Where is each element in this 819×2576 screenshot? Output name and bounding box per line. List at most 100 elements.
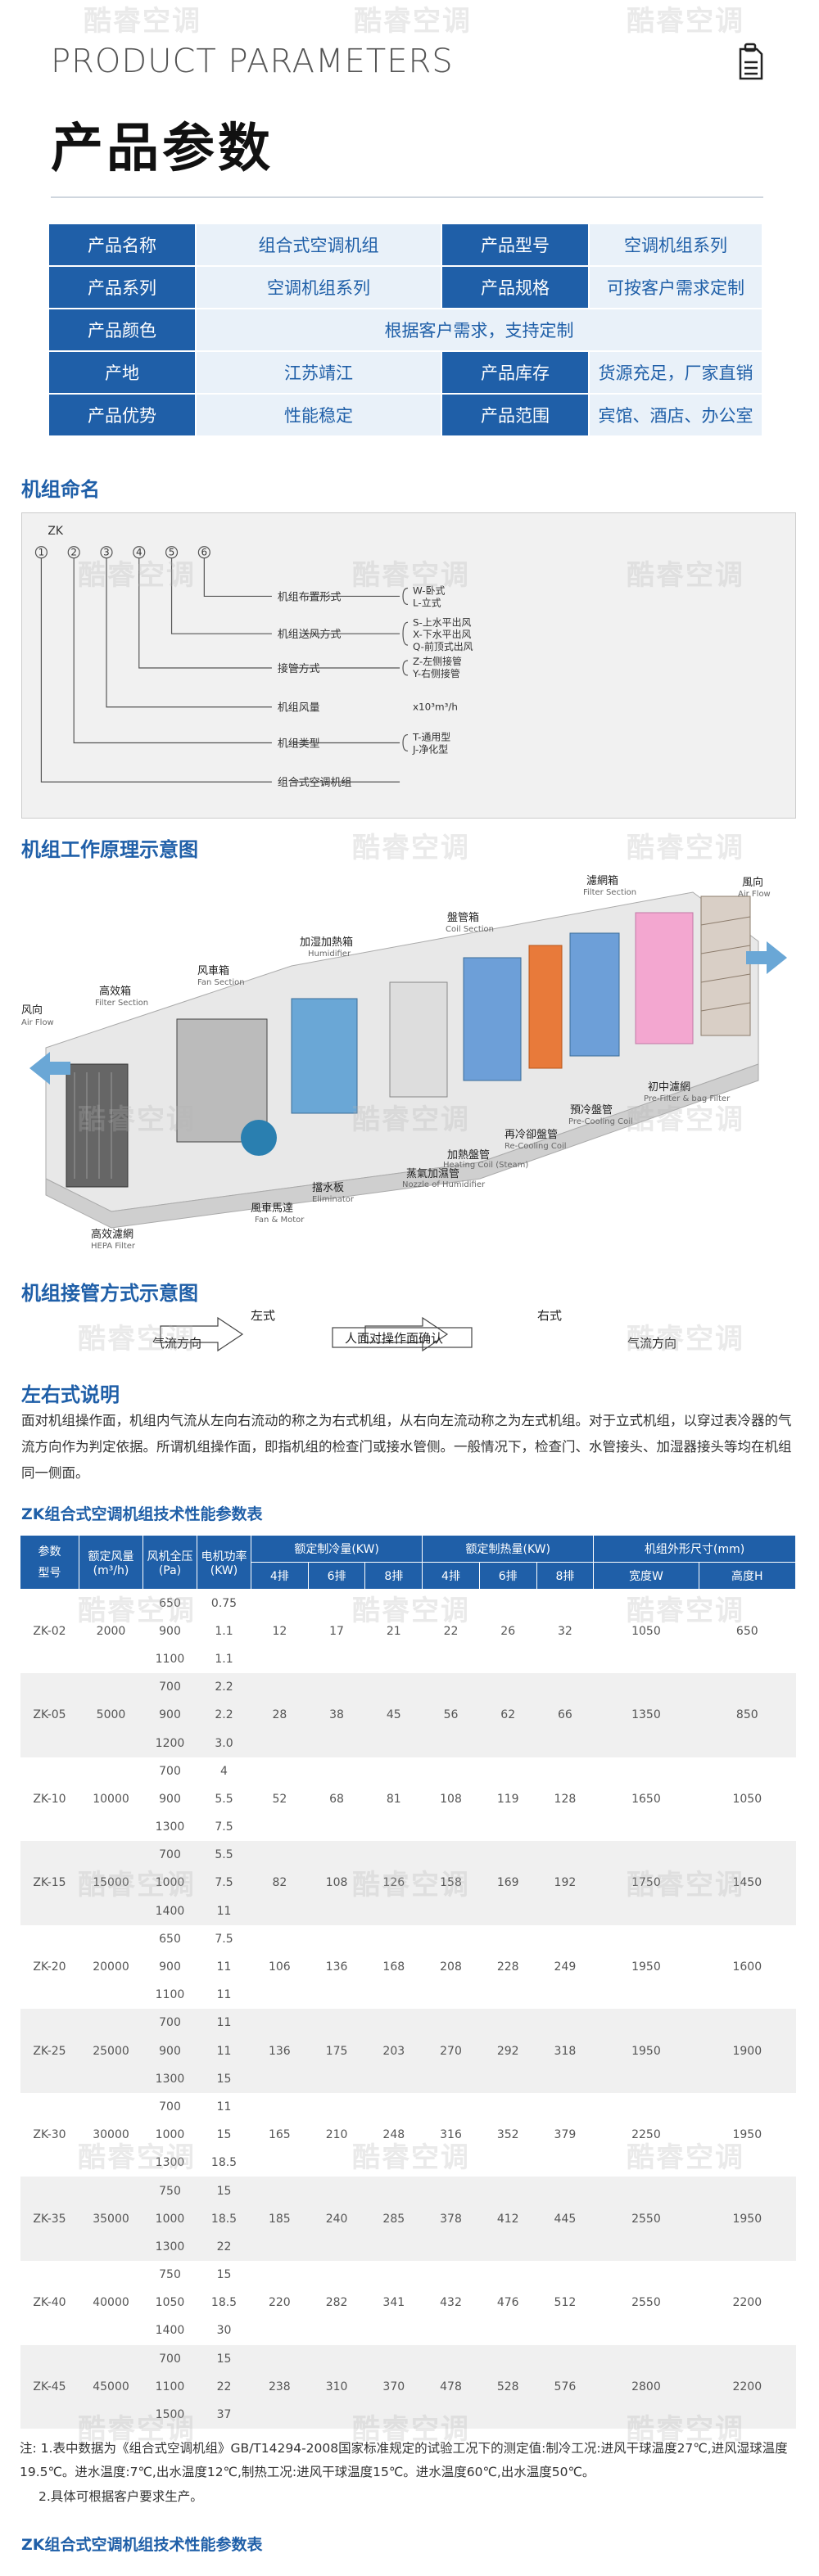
table-cell: 22: [197, 2232, 251, 2261]
param-value: 宾馆、酒店、办公室: [588, 393, 763, 437]
table-cell: 1100: [143, 1644, 197, 1674]
table-cell: 5.5: [197, 1841, 251, 1870]
label-en: Heating Coil (Steam): [443, 1161, 528, 1170]
label-en: Air Flow: [21, 1018, 54, 1027]
table-cell: 18.5: [197, 2289, 251, 2317]
spec-header: 风机全压(Pa): [143, 1535, 197, 1590]
naming-label: 机组类型: [278, 738, 320, 750]
param-key: 产品颜色: [48, 308, 197, 352]
table-cell: 26: [479, 1589, 537, 1674]
table-cell: 1200: [143, 1729, 197, 1757]
piping-right-label: 右式: [537, 1310, 562, 1323]
table-cell: 128: [536, 1757, 594, 1842]
table-cell: 700: [143, 2344, 197, 2373]
table-cell: 165: [251, 2092, 309, 2177]
table-cell: 11: [197, 1981, 251, 2010]
table-cell: ZK-02: [20, 1589, 79, 1674]
table-cell: 750: [143, 2177, 197, 2205]
watermark: 酷睿空调: [352, 832, 470, 864]
heating-coil: [528, 945, 563, 1069]
table-cell: 18.5: [197, 2204, 251, 2233]
piping-center-label: 人面对操作面确认: [345, 1331, 443, 1346]
table-cell: 900: [143, 1952, 197, 1982]
table-cell: 10000: [79, 1757, 143, 1842]
naming-option: Y-右侧接管: [412, 668, 460, 679]
table-cell: 900: [143, 1617, 197, 1645]
param-value: 空调机组系列: [588, 223, 763, 267]
table-row: 产品名称 组合式空调机组 产品型号 空调机组系列: [48, 223, 763, 267]
table-cell: 1050: [143, 2289, 197, 2317]
label-en: Eliminator: [312, 1195, 355, 1204]
spec-header: 参数型号: [20, 1535, 79, 1590]
table-cell: 11: [197, 2009, 251, 2037]
table-cell: 62: [479, 1673, 537, 1757]
table-cell: 1050: [699, 1757, 796, 1842]
label-en: Filter Section: [583, 888, 636, 897]
table-cell: 476: [479, 2261, 537, 2345]
naming-label: 组合式空调机组: [278, 777, 352, 789]
table-cell: 650: [699, 1589, 796, 1674]
table-cell: 1100: [143, 1981, 197, 2010]
spec-header: 电机功率(KW): [197, 1535, 251, 1590]
watermark: 酷睿空调: [354, 5, 472, 38]
table-cell: 11: [197, 1897, 251, 1925]
param-key: 产地: [48, 350, 197, 395]
label: 初中濾網: [648, 1081, 690, 1094]
piping-title: 机组接管方式示意图: [21, 1282, 198, 1305]
label: 風車馬達: [251, 1202, 293, 1215]
table-cell: 900: [143, 2037, 197, 2065]
fan-motor: [241, 1120, 277, 1156]
table-cell: 1450: [699, 1841, 796, 1925]
table-cell: 21: [364, 1589, 423, 1674]
param-key: 产品型号: [441, 223, 590, 267]
table-cell: 5000: [79, 1673, 143, 1757]
label-en: Filter Section: [95, 999, 148, 1008]
table-cell: 2000: [79, 1589, 143, 1674]
table-cell: 45: [364, 1673, 423, 1757]
table-cell: 15: [197, 2344, 251, 2373]
table-cell: 30: [197, 2317, 251, 2345]
param-value: 根据客户需求，支持定制: [195, 308, 763, 352]
table-cell: 4: [197, 1757, 251, 1785]
page-header: PRODUCT PARAMETERS 产品参数: [51, 43, 454, 182]
table-cell: 37: [197, 2400, 251, 2429]
label: 高效濾網: [91, 1228, 133, 1241]
spec-header: 额定风量(m³/h): [79, 1535, 143, 1590]
table-cell: 850: [699, 1673, 796, 1757]
table-cell: 15: [197, 2261, 251, 2290]
ahu-diagram: 风向 高效箱 风車箱 加湿加熱箱 盤管箱 濾網箱 風向 初中濾網 預冷盤管 再冷…: [21, 874, 787, 1251]
table-cell: 18.5: [197, 2149, 251, 2177]
table-cell: 82: [251, 1841, 309, 1925]
table-cell: 17: [308, 1589, 365, 1674]
table-cell: 700: [143, 1757, 197, 1785]
table-cell: 56: [422, 1673, 480, 1757]
product-params-table: 产品名称 组合式空调机组 产品型号 空调机组系列 产品系列 空调机组系列 产品规…: [48, 223, 763, 437]
table-cell: 2200: [699, 2344, 796, 2429]
label: 蒸氣加濕管: [406, 1168, 459, 1180]
naming-option: X-下水平出风: [413, 629, 472, 640]
table-cell: 0.75: [197, 1589, 251, 1617]
table-cell: 445: [536, 2177, 594, 2261]
table-cell: 1000: [143, 1869, 197, 1897]
param-value: 货源充足，厂家直销: [588, 350, 763, 395]
label: 濾網箱: [586, 874, 618, 887]
table-cell: 285: [364, 2177, 423, 2261]
naming-option: W-卧式: [413, 584, 446, 596]
param-value: 江苏靖江: [195, 350, 442, 395]
label: 再冷卻盤管: [505, 1129, 558, 1141]
watermark: 酷睿空调: [84, 5, 201, 38]
table-cell: 310: [308, 2344, 365, 2429]
table-cell: 370: [364, 2344, 423, 2429]
table-cell: 228: [479, 1924, 537, 2010]
table-cell: 175: [308, 2009, 365, 2093]
table-cell: 512: [536, 2261, 594, 2345]
table-cell: 378: [422, 2177, 480, 2261]
